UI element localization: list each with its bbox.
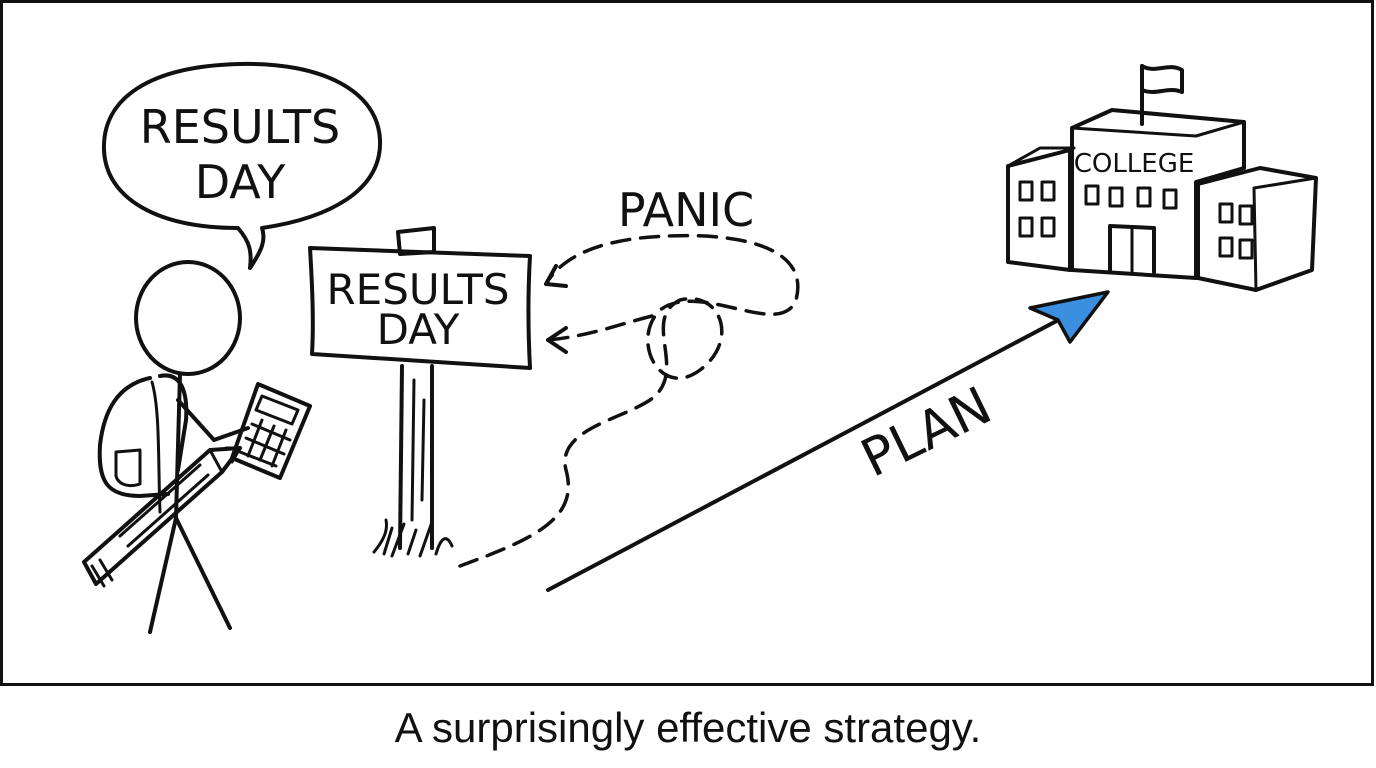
signpost-icon: RESULTS DAY: [308, 226, 532, 558]
comic-panel: RESULTS DAY: [0, 0, 1374, 686]
college-building-icon: COLLEGE: [1006, 64, 1318, 292]
speech-bubble-line2: DAY: [195, 155, 287, 209]
speech-bubble: RESULTS DAY: [101, 61, 383, 270]
pencil-icon: [82, 446, 242, 588]
sign-line1: RESULTS: [326, 265, 509, 314]
speech-bubble-line1: RESULTS: [140, 100, 341, 154]
stick-figure: [82, 260, 312, 634]
comic-caption: A surprisingly effective strategy.: [394, 704, 982, 751]
panic-path: PANIC: [458, 183, 800, 568]
calculator-icon: [230, 382, 312, 480]
college-label: COLLEGE: [1074, 149, 1195, 179]
sign-line2: DAY: [377, 305, 460, 354]
panic-label: PANIC: [618, 183, 754, 237]
